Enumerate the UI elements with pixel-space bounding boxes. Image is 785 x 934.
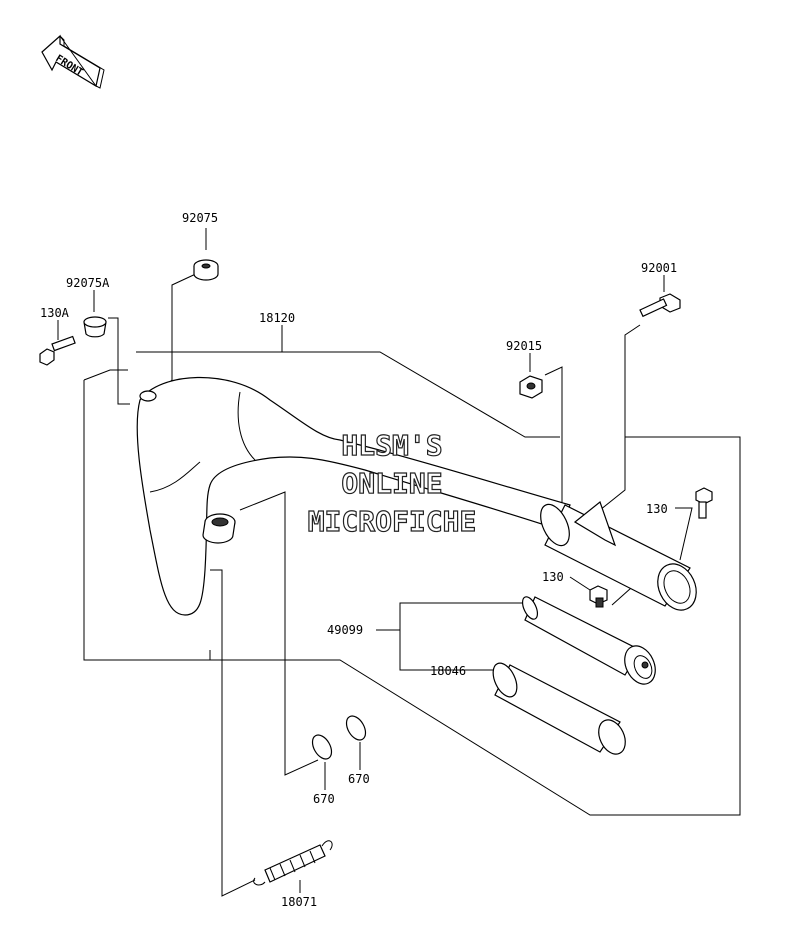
assembly-outline [83,351,741,816]
label-130-upper: 130 [646,502,668,516]
part-130-lower-bolt-icon[interactable] [589,585,608,608]
part-18046-packing-icon[interactable] [488,659,630,758]
part-130-upper-bolt-icon[interactable] [695,487,713,519]
part-670-right-oring-icon[interactable] [343,713,370,744]
label-92075A: 92075A [66,276,110,290]
part-92075A-grommet-icon[interactable] [83,316,107,338]
watermark-line2: ONLINE [341,467,442,500]
label-18120: 18120 [259,311,295,325]
label-49099: 49099 [327,623,363,637]
part-670-left-oring-icon[interactable] [309,732,336,763]
part-18071-spring-icon[interactable] [253,840,333,886]
label-18071: 18071 [281,895,317,909]
part-49099-inner-tube-icon[interactable] [519,595,661,689]
part-92075-washer-icon[interactable] [193,259,219,281]
label-130-lower: 130 [542,570,564,584]
label-92001: 92001 [641,261,677,275]
part-130A-bolt-icon[interactable] [39,335,76,366]
part-92015-nut-icon[interactable] [519,375,543,399]
part-18120-exhaust-pipe-icon[interactable] [136,376,571,616]
front-arrow-icon: FRONT [41,34,105,89]
part-silencer-body-icon[interactable] [535,500,704,616]
watermark: HLSM'S ONLINE MICROFICHE [307,428,477,538]
label-670-left: 670 [313,792,335,806]
label-670-right: 670 [348,772,370,786]
label-18046: 18046 [430,664,466,678]
leader-lines [57,228,693,897]
label-130A: 130A [40,306,70,320]
label-92075: 92075 [182,211,218,225]
label-92015: 92015 [506,339,542,353]
watermark-line3: MICROFICHE [308,505,477,538]
watermark-line1: HLSM'S [341,429,442,462]
part-92001-bolt-icon[interactable] [639,293,681,318]
